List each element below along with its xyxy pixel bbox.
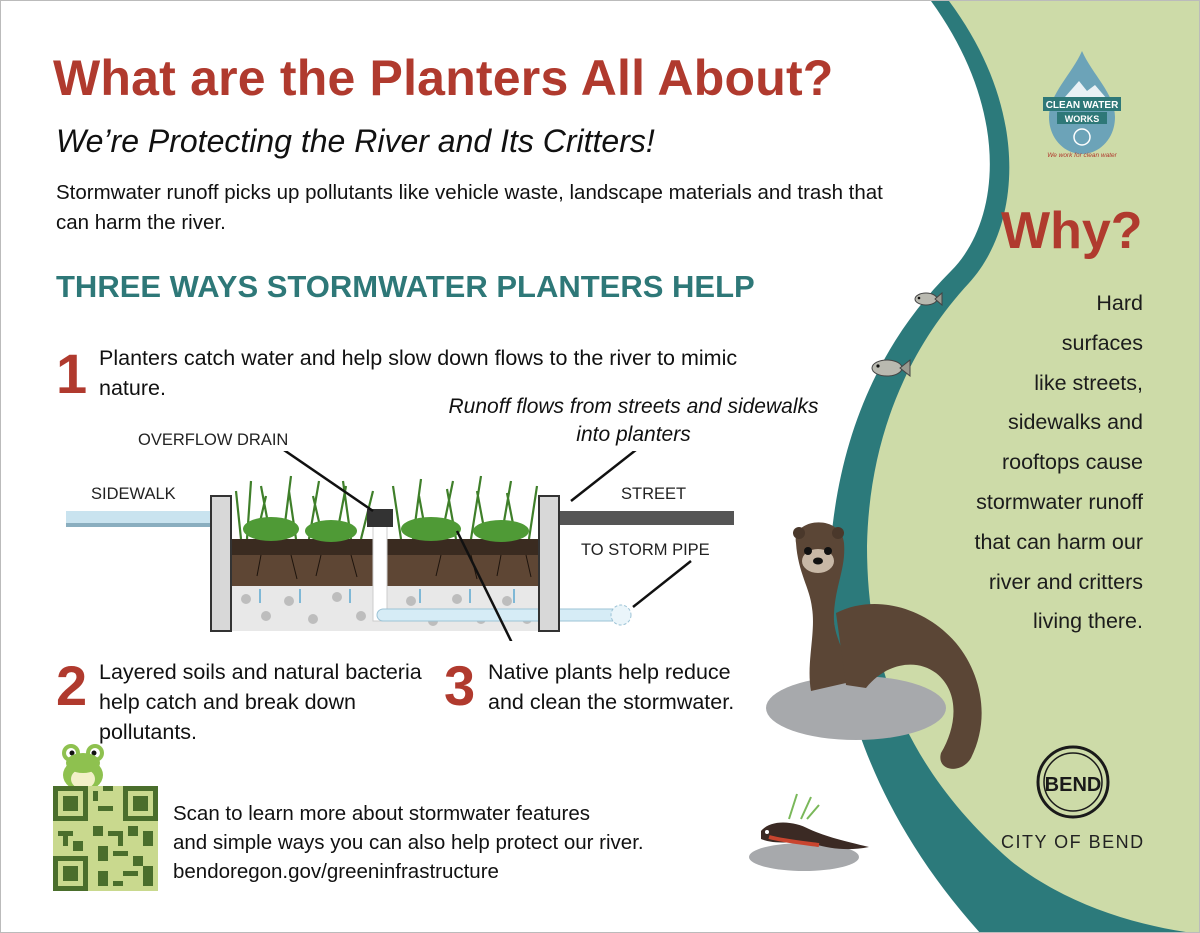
overflow-pipe (372, 520, 388, 622)
section-heading: THREE WAYS STORMWATER PLANTERS HELP (56, 269, 755, 304)
scan-line-2: and simple ways you can also help protec… (173, 831, 644, 854)
otter-illustration (766, 522, 982, 769)
step-3-number: 3 (444, 654, 476, 717)
subtitle: We’re Protecting the River and Its Critt… (56, 123, 655, 159)
plants-pointer-line (455, 530, 513, 641)
overflow-drain-grate (367, 509, 393, 527)
rock (766, 676, 946, 740)
why-line: river and critters (988, 569, 1143, 594)
step-3-text: Native plants help reduce and clean the … (488, 660, 735, 714)
logo-line-2: WORKS (1065, 114, 1100, 124)
why-text: Hard surfaces like streets, sidewalks an… (974, 284, 1143, 642)
scan-line-1: Scan to learn more about stormwater feat… (173, 802, 591, 825)
page-title: What are the Planters All About? (53, 50, 834, 106)
city-of-bend-seal: BEND (1036, 745, 1110, 819)
fish-icon (871, 358, 911, 378)
sidewalk-curb-wall (210, 495, 232, 632)
sidewalk-edge (66, 523, 216, 527)
newt-illustration (749, 793, 869, 871)
overflow-pointer-line (283, 451, 374, 513)
sidewalk-label: SIDEWALK (91, 485, 176, 503)
step-2-text: Layered soils and natural bacteria help … (99, 660, 422, 744)
step-1-text: Planters catch water and help slow down … (99, 346, 738, 400)
plant-foliage (243, 517, 529, 542)
runoff-pointer-line (570, 451, 637, 502)
fish-icon (914, 291, 943, 307)
runoff-note: Runoff flows from streets and sidewalks … (448, 395, 819, 446)
scan-text: Scan to learn more about stormwater feat… (173, 799, 644, 886)
street-slab (559, 511, 734, 525)
clean-water-works-logo: CLEAN WATER WORKS We work for clean wate… (1043, 51, 1121, 159)
step-2-number: 2 (56, 654, 88, 717)
step-1-number: 1 (56, 342, 88, 405)
why-line: like streets, (1034, 370, 1143, 395)
why-line: rooftops cause (1001, 450, 1143, 475)
why-line: sidewalks and (1007, 410, 1143, 435)
why-line: living there. (1033, 609, 1143, 634)
qr-code[interactable] (53, 786, 158, 891)
street-label: STREET (621, 485, 687, 503)
sidewalk-slab (66, 511, 216, 523)
seal-text: BEND (1045, 774, 1102, 796)
city-of-bend-text: CITY OF BEND (1001, 832, 1145, 852)
frog-icon (62, 744, 104, 791)
why-line: that can harm our (974, 529, 1143, 554)
why-line: surfaces (1061, 330, 1143, 355)
native-plants (234, 475, 539, 540)
logo-tagline: We work for clean water (1047, 152, 1117, 159)
why-line: stormwater runoff (976, 489, 1143, 514)
storm-pipe-end (610, 604, 632, 626)
why-heading: Why? (1001, 202, 1143, 260)
planter-diagram (66, 451, 734, 641)
street-curb-wall (538, 495, 560, 632)
storm-pipe-label: TO STORM PIPE (581, 541, 710, 559)
logo-line-1: CLEAN WATER (1046, 100, 1119, 111)
intro-text: Stormwater runoff picks up pollutants li… (56, 181, 883, 234)
overflow-drain-label: OVERFLOW DRAIN (138, 431, 289, 449)
why-line: Hard (1096, 291, 1143, 315)
storm-pipe-pointer-line (632, 560, 692, 608)
scan-url[interactable]: bendoregon.gov/greeninfrastructure (173, 860, 499, 883)
green-panel (867, 1, 1199, 932)
water-drops (259, 589, 515, 603)
